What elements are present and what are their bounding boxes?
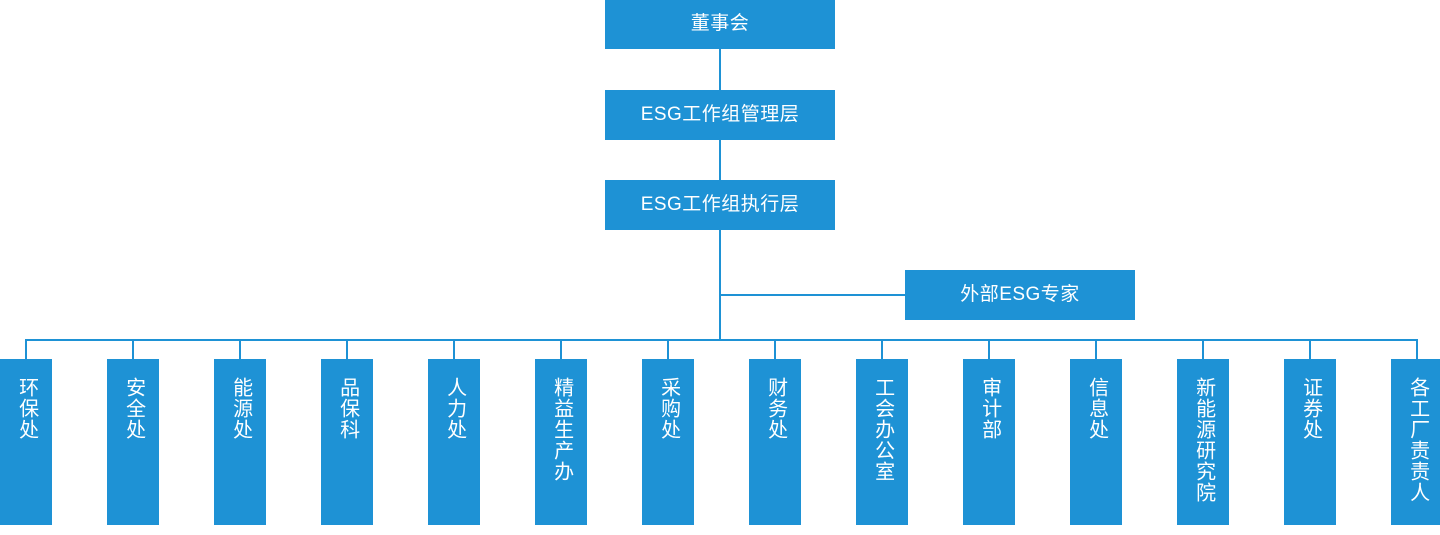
node-label: 财务处 — [764, 377, 787, 440]
node-label: 品保科 — [336, 377, 359, 440]
connector-bus-to-department — [453, 339, 455, 359]
connector-bus-to-department — [988, 339, 990, 359]
connector-to-external-advisor — [719, 294, 906, 296]
node-department[interactable]: 安全处 — [107, 359, 159, 525]
connector-bus-to-department — [132, 339, 134, 359]
connector-spine-to-bus — [719, 230, 721, 341]
node-department[interactable]: 工会办公室 — [856, 359, 908, 525]
node-label: ESG工作组管理层 — [640, 103, 800, 125]
node-department[interactable]: 人力处 — [428, 359, 480, 525]
node-department[interactable]: 环保处 — [0, 359, 52, 525]
node-label: 证券处 — [1299, 377, 1322, 440]
node-label: 信息处 — [1085, 377, 1108, 440]
connector-bus-to-department — [774, 339, 776, 359]
node-label: 各工厂责责人 — [1406, 377, 1429, 503]
node-board-of-directors[interactable]: 董事会 — [605, 0, 835, 49]
node-label: ESG工作组执行层 — [640, 193, 800, 215]
node-label: 审计部 — [978, 377, 1001, 440]
node-department[interactable]: 能源处 — [214, 359, 266, 525]
connector-bus-to-department — [1416, 339, 1418, 359]
node-department[interactable]: 品保科 — [321, 359, 373, 525]
node-label: 采购处 — [657, 377, 680, 440]
connector-bus-to-department — [1095, 339, 1097, 359]
node-department[interactable]: 新能源研究院 — [1177, 359, 1229, 525]
connector-level1-to-level2 — [719, 49, 721, 90]
connector-bus-to-department — [881, 339, 883, 359]
node-department[interactable]: 证券处 — [1284, 359, 1336, 525]
connector-bus-to-department — [667, 339, 669, 359]
node-external-esg-expert[interactable]: 外部ESG专家 — [905, 270, 1135, 320]
node-department[interactable]: 精益生产办 — [535, 359, 587, 525]
connector-bus-to-department — [239, 339, 241, 359]
node-esg-execution-layer[interactable]: ESG工作组执行层 — [605, 180, 835, 230]
connector-bus-to-department — [346, 339, 348, 359]
node-department[interactable]: 审计部 — [963, 359, 1015, 525]
node-label: 外部ESG专家 — [960, 283, 1080, 305]
node-department[interactable]: 各工厂责责人 — [1391, 359, 1440, 525]
node-esg-management-layer[interactable]: ESG工作组管理层 — [605, 90, 835, 140]
node-label: 精益生产办 — [550, 377, 573, 482]
node-department[interactable]: 信息处 — [1070, 359, 1122, 525]
node-label: 能源处 — [229, 377, 252, 440]
connector-level2-to-level3 — [719, 140, 721, 180]
node-label: 董事会 — [690, 13, 750, 35]
connector-department-bus — [25, 339, 1416, 341]
connector-bus-to-department — [1202, 339, 1204, 359]
node-label: 安全处 — [122, 377, 145, 440]
node-label: 工会办公室 — [871, 377, 894, 482]
node-label: 人力处 — [443, 377, 466, 440]
node-department[interactable]: 采购处 — [642, 359, 694, 525]
connector-bus-to-department — [1309, 339, 1311, 359]
node-department[interactable]: 财务处 — [749, 359, 801, 525]
connector-bus-to-department — [560, 339, 562, 359]
node-label: 环保处 — [15, 377, 38, 440]
node-label: 新能源研究院 — [1192, 377, 1215, 503]
connector-bus-to-department — [25, 339, 27, 359]
